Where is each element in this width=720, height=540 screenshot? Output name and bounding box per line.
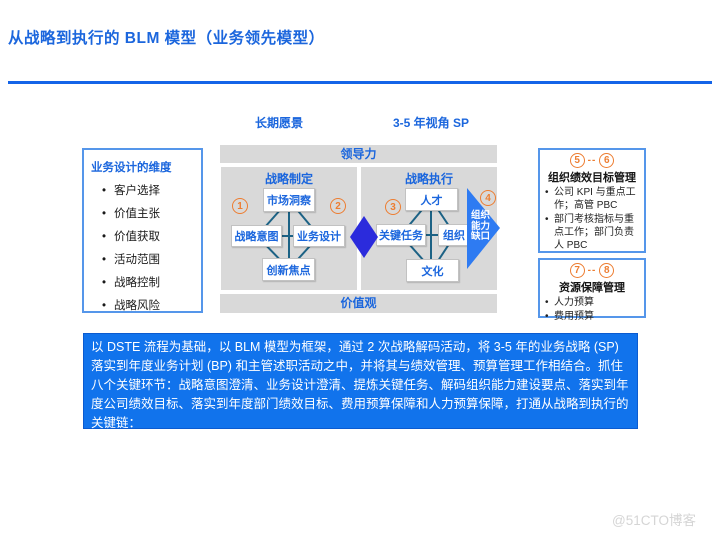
org-performance-box: 5 -- 6 组织绩效目标管理 公司 KPI 与重点工作；高管 PBC 部门考核… <box>538 148 646 253</box>
leadership-bar: 领导力 <box>220 145 497 163</box>
resource-guarantee-title: 资源保障管理 <box>559 282 625 294</box>
list-item: 公司 KPI 与重点工作；高管 PBC <box>540 186 644 212</box>
step-badge-3: 3 <box>385 199 401 215</box>
gap-line: 组织 <box>470 210 490 221</box>
step-badge-8: 8 <box>599 263 615 278</box>
node-business-design: 业务设计 <box>293 225 345 247</box>
list-item: 客户选择 <box>84 180 201 203</box>
node-talent: 人才 <box>405 188 458 211</box>
step-badge-7: 7 <box>569 263 585 278</box>
label-sp-horizon: 3-5 年视角 SP <box>393 116 470 130</box>
watermark: @51CTO博客 <box>612 513 696 528</box>
resource-guarantee-box: 7 -- 8 资源保障管理 人力预算 费用预算 <box>538 258 646 323</box>
list-item: 战略控制 <box>84 272 201 295</box>
list-item: 部门考核指标与重点工作；部门负责人 PBC <box>540 213 644 252</box>
step-badge-1: 1 <box>232 198 248 214</box>
range-dash: -- <box>587 265 597 276</box>
label-long-term-vision: 长期愿景 <box>255 116 304 130</box>
strategy-formulation-title: 战略制定 <box>264 172 313 186</box>
step-range: 7 -- 8 <box>540 260 644 278</box>
range-dash: -- <box>587 155 597 166</box>
node-strategic-intent: 战略意图 <box>231 225 282 247</box>
node-key-tasks: 关键任务 <box>376 224 426 246</box>
page-title: 从战略到执行的 BLM 模型（业务领先模型） <box>8 30 325 47</box>
gap-line: 能力 <box>470 220 490 232</box>
capability-gap-arrow-icon <box>467 188 500 269</box>
business-design-box: 业务设计的维度 客户选择 价值主张 价值获取 活动范围 战略控制 战略风险 <box>82 148 203 318</box>
capability-gap-label: 组织 能力 缺口 <box>467 210 494 243</box>
list-item: 战略风险 <box>84 295 201 318</box>
title-underline <box>8 81 712 84</box>
step-badge-5: 5 <box>569 153 585 168</box>
node-innovation-focus: 创新焦点 <box>262 258 315 281</box>
step-badge-2: 2 <box>330 198 346 214</box>
strategy-execution-title: 战略执行 <box>404 172 453 186</box>
business-design-title: 业务设计的维度 <box>91 162 172 174</box>
org-performance-title: 组织绩效目标管理 <box>548 172 636 184</box>
gap-line: 缺口 <box>470 231 490 242</box>
values-bar: 价值观 <box>220 294 497 313</box>
node-organization: 组织 <box>438 224 471 246</box>
step-badge-6: 6 <box>599 153 615 168</box>
list-item: 价值获取 <box>84 226 201 249</box>
step-range: 5 -- 6 <box>540 150 644 168</box>
list-item: 人力预算 <box>540 296 644 309</box>
list-item: 活动范围 <box>84 249 201 272</box>
list-item: 价值主张 <box>84 203 201 226</box>
step-badge-4: 4 <box>480 190 496 206</box>
node-market-insight: 市场洞察 <box>263 188 315 212</box>
node-culture: 文化 <box>406 259 459 282</box>
description-block: 以 DSTE 流程为基础，以 BLM 模型为框架，通过 2 次战略解码活动，将 … <box>83 333 638 430</box>
list-item: 费用预算 <box>540 310 644 323</box>
